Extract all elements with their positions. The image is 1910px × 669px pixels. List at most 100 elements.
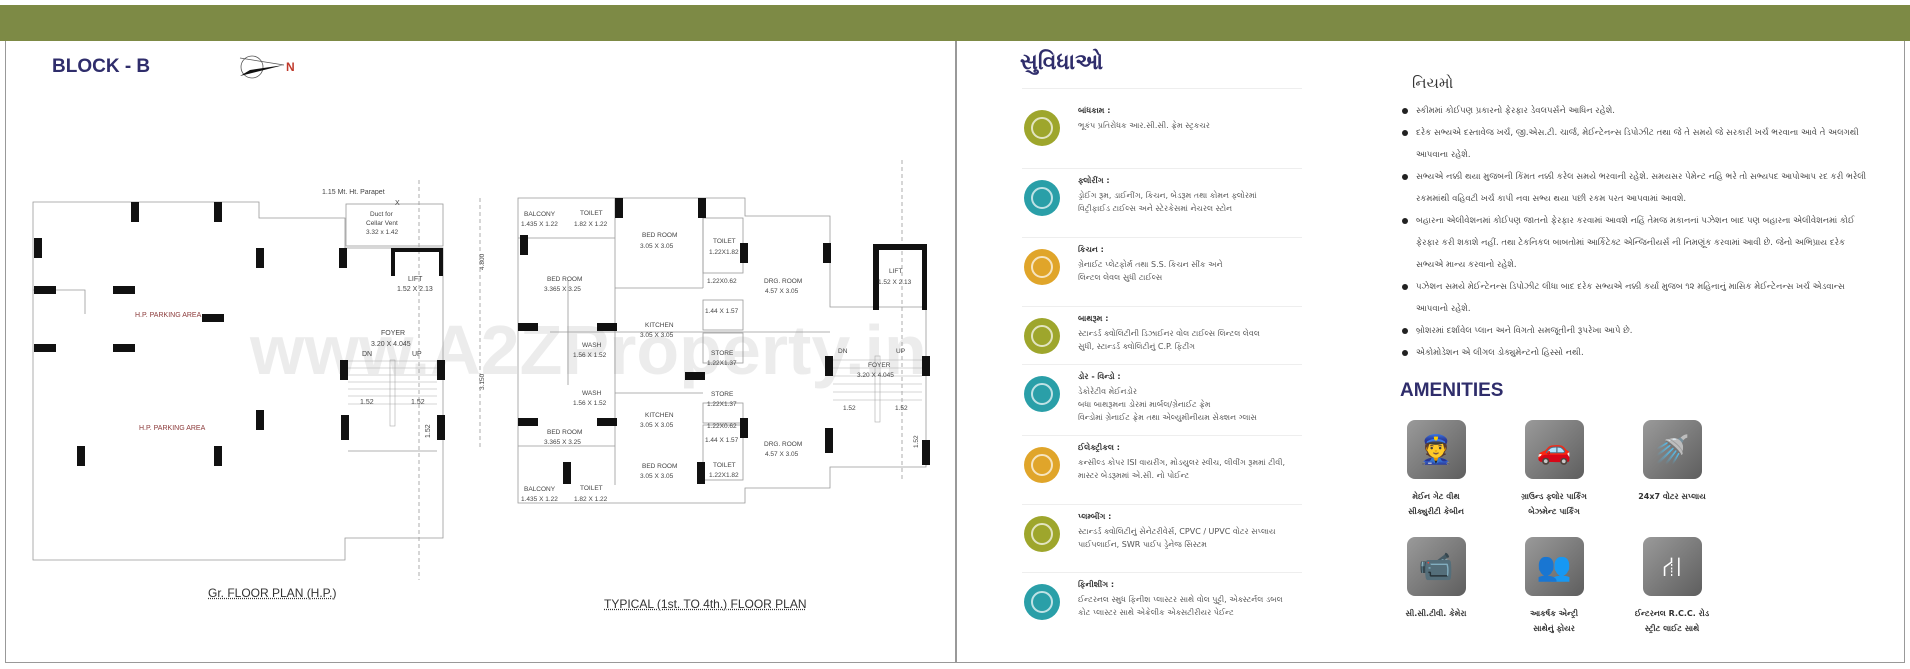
room-label: BED ROOM — [547, 429, 582, 436]
feature-line: બધા બાથરૂમના ડોરમાં માર્બલ/ગ્રેનાઈટ ફ્રે… — [1078, 400, 1211, 409]
reception-icon: 👥 — [1524, 537, 1584, 596]
feature-line: ભૂકંપ પ્રતિરોધક આર.સી.સી. ફ્રેમ સ્ટ્રકચર — [1078, 121, 1210, 130]
room-size: 1.44 X 1.57 — [705, 437, 739, 444]
lift-size: 1.52 X 2.13 — [397, 286, 433, 293]
stair-up-label: UP — [896, 348, 905, 355]
room-size: 1.22X1.37 — [707, 360, 737, 367]
left-page — [5, 41, 956, 663]
room-label: TOILET — [713, 462, 736, 469]
feature-title: બાંધકામ : — [1078, 106, 1111, 115]
lift-label: LIFT — [408, 276, 423, 283]
room-label: TOILET — [580, 210, 603, 217]
feature-item: ઈલેક્ટ્રીકલ : કન્સીલ્ડ કોપર ISI વાયરીંગ, … — [1020, 443, 1310, 511]
room-size: 1.56 X 1.52 — [573, 352, 607, 359]
divider — [1022, 88, 1302, 89]
room-label: STORE — [711, 350, 734, 357]
feature-line: વિન્ડોમાં ગ્રેનાઈટ ફ્રેમ તથા એલ્યુમીનીયમ… — [1078, 413, 1257, 422]
feature-item: ફિનીશીંગ :ઈન્ટરનલ સ્મુધ ફિનીશ પ્લાસ્ટર સ… — [1020, 580, 1310, 648]
right-page — [956, 41, 1905, 663]
ground-floor-plan: 1.15 Mt. Ht. Parapet X Duct for Cellar V… — [32, 180, 445, 580]
room-size: 3.05 X 3.05 — [640, 473, 674, 480]
room-size: 1.22X1.82 — [709, 249, 739, 256]
rule-item: એકોમોડેશન એ લીગલ ડોક્યુમેન્ટનો હિસ્સો નથ… — [1400, 342, 1870, 364]
amenity-label: આકર્ષક એન્ટ્રી — [1529, 609, 1579, 618]
room-size: 4.57 X 3.05 — [765, 451, 799, 458]
typical-floor-plan: BALCONY 1.435 X 1.22 TOILET 1.82 X 1.22 … — [479, 160, 930, 504]
amenity-label: 24x7 વોટર સપ્લાય — [1638, 492, 1706, 501]
stair-width: 1.52 — [411, 399, 425, 406]
feature-title: ફ્લોરીંગ : — [1078, 176, 1110, 185]
divider — [1022, 306, 1302, 307]
feature-line: ડ્રોઈંગ રૂમ, ડાઈનીંગ, કિચન, બેડરૂમ તથા ક… — [1078, 191, 1257, 200]
foyer-label: FOYER — [381, 330, 405, 337]
foyer-size: 3.20 X 4.045 — [371, 341, 411, 348]
room-label: BED ROOM — [642, 463, 677, 470]
feature-title: ડોર - વિન્ડો : — [1078, 372, 1121, 381]
feature-line: સ્ટાન્ડર્ડ ક્વોલિટીની ડિઝાઈનર વોલ ટાઈલ્સ… — [1078, 329, 1260, 338]
feature-title: ઈલેક્ટ્રીકલ : — [1078, 443, 1120, 452]
bathroom-icon — [1024, 318, 1060, 354]
room-size: 3.05 X 3.05 — [640, 243, 674, 250]
duct-label-2: Cellar Vent — [366, 220, 398, 227]
finishing-icon — [1024, 584, 1060, 620]
amenity-label: સ્ટ્રીટ લાઈટ સાથે — [1644, 624, 1700, 633]
parking-label: H.P. PARKING AREA — [139, 425, 206, 432]
room-size: 1.82 X 1.22 — [574, 221, 608, 228]
room-label: TOILET — [713, 238, 736, 245]
feature-line: પાઈપલાઈન, SWR પાઈપ ડ્રેનેજ સિસ્ટમ — [1078, 540, 1207, 549]
divider — [1022, 168, 1302, 169]
room-size: 4.57 X 3.05 — [765, 288, 799, 295]
room-size: 3.365 X 3.25 — [544, 286, 581, 293]
door-icon — [1024, 376, 1060, 412]
room-size: 1.435 X 1.22 — [521, 221, 558, 228]
divider — [1022, 572, 1302, 573]
room-size: 1.22X1.37 — [707, 401, 737, 408]
feature-title: પ્લમ્બીંગ : — [1078, 512, 1112, 521]
tile-icon — [1024, 180, 1060, 216]
room-size: 1.44 X 1.57 — [705, 308, 739, 315]
rule-item: દરેક સભ્યએ દસ્તાવેજ ખર્ચ, જી.એસ.ટી. ચાર્… — [1400, 122, 1870, 166]
room-label: TOILET — [580, 485, 603, 492]
stair-dn-label: DN — [362, 351, 372, 358]
room-label: BALCONY — [524, 211, 556, 218]
room-size: 3.05 X 3.05 — [640, 332, 674, 339]
feature-item: બાંધકામ : ભૂકંપ પ્રતિરોધક આર.સી.સી. ફ્રેમ… — [1020, 106, 1310, 174]
stair-dn-label: DN — [838, 348, 848, 355]
section-marker: X — [395, 200, 400, 207]
feature-item: બાથરૂમ :સ્ટાન્ડર્ડ ક્વોલિટીની ડિઝાઈનર વો… — [1020, 314, 1310, 382]
rules-title: નિયમો — [1412, 74, 1454, 92]
ground-plan-title: Gr. FLOOR PLAN (H.P.) — [208, 586, 337, 600]
room-size: 1.52 X 2.13 — [878, 279, 912, 286]
feature-title: ફિનીશીંગ : — [1078, 580, 1115, 589]
watermark: www.A2ZProperty.in — [250, 311, 927, 389]
rule-item: પઝેશન સમયે મેઈન્ટેનન્સ ડિપોઝીટ લીધા બાદ … — [1400, 276, 1870, 320]
room-label: BED ROOM — [547, 276, 582, 283]
feature-line: વિટ્રીફાઈડ ટાઈલ્સ અને સ્ટેરકેસમાં નેચરલ … — [1078, 204, 1233, 213]
feature-line: લિન્ટલ લેવલ સુધી ટાઈલ્સ — [1078, 273, 1163, 282]
cctv-camera-icon: 📹 — [1406, 537, 1466, 596]
car-parking-icon: 🚗 — [1524, 420, 1584, 479]
compass-north-label: N — [286, 60, 295, 74]
typical-plan-title: TYPICAL (1st. TO 4th.) FLOOR PLAN — [604, 597, 807, 611]
room-size: 3.365 X 3.25 — [544, 439, 581, 446]
room-label: STORE — [711, 391, 734, 398]
amenity-label: સીક્યુરીટી કેબીન — [1408, 507, 1464, 516]
room-size: 3.05 X 3.05 — [640, 422, 674, 429]
building-icon — [1024, 110, 1060, 146]
room-size: 1.22X1.82 — [709, 472, 739, 479]
room-label: WASH — [582, 342, 602, 349]
landing-dim: 1.52 — [913, 435, 920, 448]
feature-item: ફ્લોરીંગ : ડ્રોઈંગ રૂમ, ડાઈનીંગ, કિચન, બે… — [1020, 176, 1310, 244]
feature-line: કન્સીલ્ડ કોપર ISI વાયરીંગ, મોડયુલર સ્વીચ… — [1078, 458, 1286, 467]
amenity-label: ગ્રાઉન્ડ ફ્લોર પાર્કિંગ — [1521, 492, 1587, 501]
plumbing-icon — [1024, 516, 1060, 552]
amenity-item: 📹 સી.સી.ટીવી. કેમેરા — [1381, 537, 1491, 621]
amenities-title: AMENITIES — [1400, 380, 1504, 401]
room-label: DRG. ROOM — [764, 441, 802, 448]
room-label: LIFT — [889, 268, 902, 275]
room-size: 1.22X0.62 — [707, 278, 737, 285]
amenity-label: સી.સી.ટીવી. કેમેરા — [1405, 609, 1467, 618]
